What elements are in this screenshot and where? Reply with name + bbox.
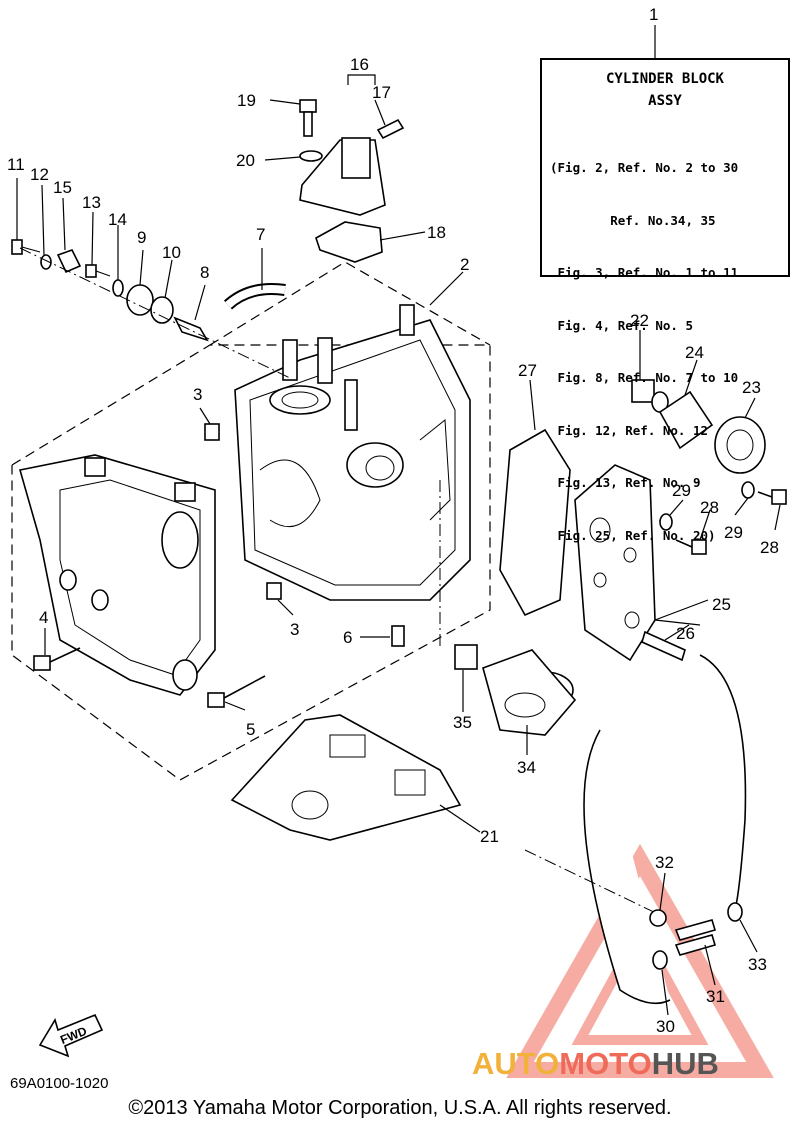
legend-line: Fig. 4, Ref. No. 5 bbox=[550, 317, 693, 333]
plug-6 bbox=[391, 625, 405, 647]
fwd-arrow-icon: FWD bbox=[38, 1013, 104, 1058]
callout-8: 8 bbox=[200, 263, 209, 282]
legend-line: Fig. 13, Ref. No. 9 bbox=[550, 475, 701, 490]
bolt-4 bbox=[33, 647, 81, 671]
washer-20 bbox=[299, 150, 323, 162]
legend-title-line2: ASSY bbox=[648, 93, 682, 109]
brand-part-moto: MOTO bbox=[559, 1046, 652, 1081]
callout-13: 13 bbox=[82, 193, 101, 212]
bolt-28-right bbox=[757, 489, 787, 505]
callout-3-upper: 3 bbox=[193, 385, 202, 404]
left-fastener-stack bbox=[11, 239, 209, 342]
copyright-notice: ©2013 Yamaha Motor Corporation, U.S.A. A… bbox=[128, 1097, 672, 1119]
callout-1: 1 bbox=[649, 5, 658, 24]
callout-labels: 1 2 3 3 4 5 6 7 8 9 10 11 12 15 13 14 16… bbox=[7, 5, 779, 1036]
fwd-label: FWD bbox=[58, 1024, 89, 1047]
legend-line: Fig. 25, Ref. No. 20) bbox=[550, 527, 716, 543]
legend-box: CYLINDER BLOCK ASSY (Fig. 2, Ref. No. 2 … bbox=[540, 58, 790, 543]
callout-4: 4 bbox=[39, 608, 48, 627]
brand-watermark: AUTOMOTOHUB bbox=[472, 1046, 719, 1082]
nipple-32 bbox=[649, 909, 667, 927]
cylinder-block bbox=[234, 304, 471, 601]
callout-34: 34 bbox=[517, 758, 536, 777]
legend-line: Fig. 3, Ref. No. 1 to 11 bbox=[550, 265, 739, 280]
callout-28-left: 28 bbox=[700, 498, 719, 517]
callout-32: 32 bbox=[655, 853, 674, 872]
callout-21: 21 bbox=[480, 827, 499, 846]
sender-22 bbox=[631, 379, 669, 413]
callout-18: 18 bbox=[427, 223, 446, 242]
callout-16: 16 bbox=[350, 55, 369, 74]
callout-5: 5 bbox=[246, 720, 255, 739]
oil-filter-34 bbox=[482, 649, 577, 736]
callout-29-right: 29 bbox=[724, 523, 743, 542]
callout-17: 17 bbox=[372, 83, 391, 102]
fitting-26 bbox=[641, 630, 686, 662]
brand-part-auto: AUTO bbox=[472, 1046, 560, 1081]
callout-14: 14 bbox=[108, 210, 127, 229]
document-code: 69A0100-1020 bbox=[10, 1075, 109, 1092]
callout-31: 31 bbox=[706, 987, 725, 1006]
leader-lines bbox=[16, 25, 781, 1016]
crankcase bbox=[18, 454, 216, 696]
dowel-pin-lower bbox=[266, 582, 282, 600]
nipple-17 bbox=[376, 118, 405, 140]
thermostat-gasket bbox=[315, 221, 383, 263]
callout-33: 33 bbox=[748, 955, 767, 974]
legend-line: Ref. No.34, 35 bbox=[550, 212, 716, 228]
callout-6: 6 bbox=[343, 628, 352, 647]
callout-19: 19 bbox=[237, 91, 256, 110]
gasket-27 bbox=[499, 428, 571, 617]
callout-3-lower: 3 bbox=[290, 620, 299, 639]
callout-15: 15 bbox=[53, 178, 72, 197]
thermostat-cover bbox=[299, 137, 386, 216]
callout-10: 10 bbox=[162, 243, 181, 262]
callout-12: 12 bbox=[30, 165, 49, 184]
callout-9: 9 bbox=[137, 228, 146, 247]
callout-11: 11 bbox=[7, 155, 25, 174]
gasket-24 bbox=[658, 390, 714, 450]
clamp-33 bbox=[727, 902, 743, 922]
brand-part-hub: HUB bbox=[651, 1046, 719, 1081]
callout-27: 27 bbox=[518, 361, 537, 380]
callout-22: 22 bbox=[630, 311, 649, 330]
plug-30 bbox=[652, 950, 668, 970]
callout-23: 23 bbox=[742, 378, 761, 397]
callout-26: 26 bbox=[676, 624, 695, 643]
legend-line: Fig. 8, Ref. No. 7 to 10 bbox=[550, 370, 739, 385]
callout-20: 20 bbox=[236, 151, 255, 170]
block-boundary bbox=[209, 261, 491, 346]
legend-line: Fig. 12, Ref. No. 12 bbox=[550, 422, 709, 438]
callout-24: 24 bbox=[685, 343, 704, 362]
callout-29-left: 29 bbox=[672, 481, 691, 500]
hose-line bbox=[699, 654, 747, 911]
callout-30: 30 bbox=[656, 1017, 675, 1036]
callout-35: 35 bbox=[453, 713, 472, 732]
callout-28-right: 28 bbox=[760, 538, 779, 557]
washer-29-left bbox=[659, 513, 673, 531]
callout-25: 25 bbox=[712, 595, 731, 614]
legend-line: (Fig. 2, Ref. No. 2 to 30 bbox=[550, 160, 739, 175]
legend-title-line1: CYLINDER BLOCK bbox=[605, 71, 724, 87]
bolt-28-left bbox=[675, 539, 707, 555]
bolt-19 bbox=[299, 99, 317, 137]
gasket-21 bbox=[230, 714, 462, 841]
callout-2: 2 bbox=[460, 255, 469, 274]
callout-7: 7 bbox=[256, 225, 265, 244]
bolts-31 bbox=[674, 919, 716, 956]
bolt-5 bbox=[207, 675, 266, 708]
legend-title: CYLINDER BLOCK ASSY bbox=[542, 68, 788, 112]
stud-35 bbox=[454, 644, 478, 670]
dowel-pin-upper bbox=[204, 423, 220, 441]
cap-23 bbox=[714, 416, 766, 474]
legend-lines: (Fig. 2, Ref. No. 2 to 30 Ref. No.34, 35… bbox=[550, 124, 786, 579]
watermark-logo bbox=[506, 843, 774, 1078]
